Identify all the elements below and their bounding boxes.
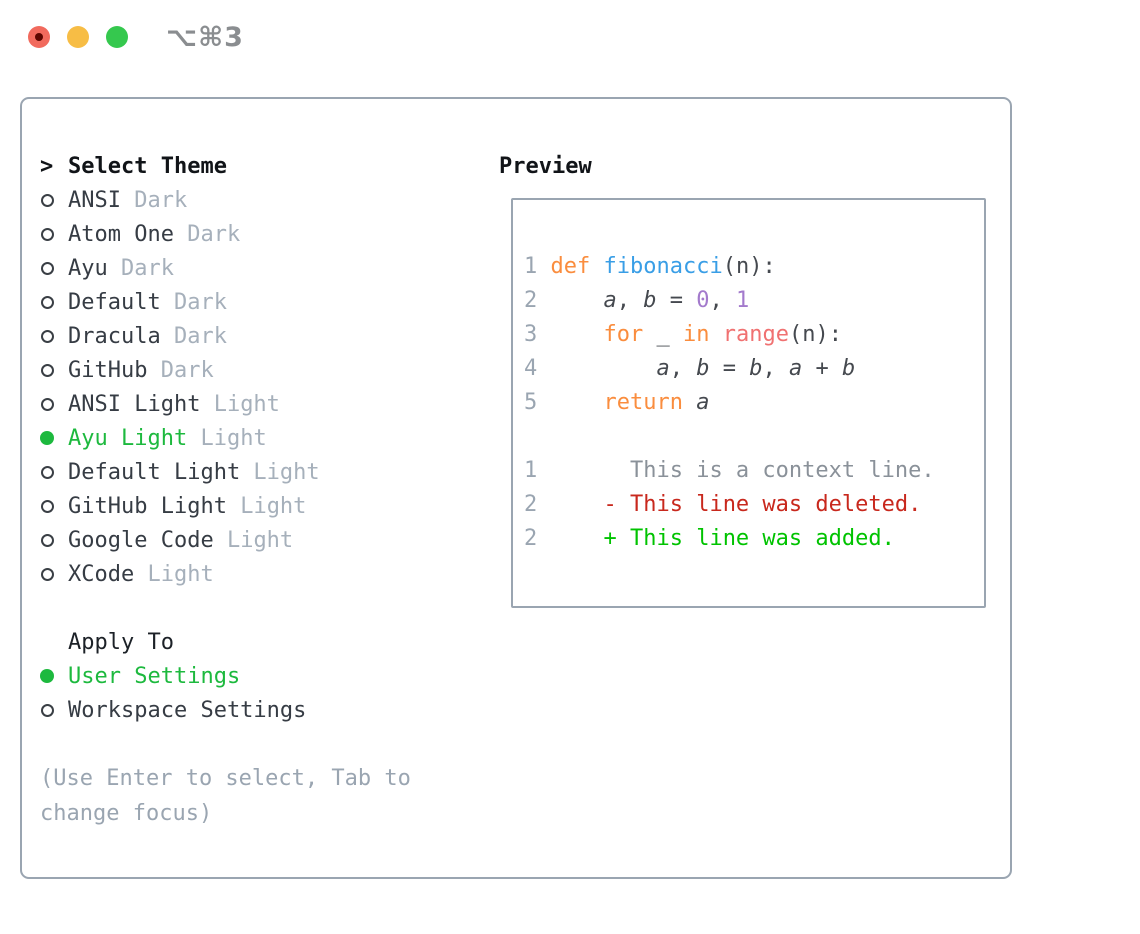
code-line: 1 def fibonacci(n): — [524, 254, 776, 279]
theme-option-github-dark[interactable]: GitHub Dark — [40, 353, 480, 387]
theme-variant-label: Light — [240, 459, 320, 485]
apply-to-header: Apply To — [40, 625, 480, 659]
theme-variant-label: Light — [226, 493, 307, 519]
theme-option-google-code-light[interactable]: Google Code Light — [40, 523, 480, 557]
radio-unselected-icon — [40, 261, 68, 275]
window-shortcut-title: ⌥⌘3 — [166, 22, 244, 53]
close-button[interactable] — [28, 26, 50, 48]
theme-option-ansi-light-light[interactable]: ANSI Light Light — [40, 387, 480, 421]
radio-unselected-icon — [40, 227, 68, 241]
code-line: 2 a, b = 0, 1 — [524, 288, 750, 313]
theme-variant-label: Dark — [173, 221, 241, 247]
theme-variant-label: Dark — [147, 357, 214, 383]
option-label: Ayu — [68, 255, 108, 281]
code-line: 4 a, b = b, a + b — [524, 356, 856, 381]
theme-option-github-light-light[interactable]: GitHub Light Light — [40, 489, 480, 523]
select-theme-header-label: Select Theme — [68, 153, 227, 179]
radio-unselected-icon — [40, 499, 68, 513]
focus-caret-icon: > — [40, 153, 54, 179]
hint-spacer — [40, 727, 480, 761]
radio-selected-icon — [40, 431, 68, 445]
apply-to-header-label: Apply To — [68, 629, 174, 655]
apply-option-workspace-settings[interactable]: Workspace Settings — [40, 693, 480, 727]
radio-unselected-icon — [40, 533, 68, 547]
apply-option-user-settings[interactable]: User Settings — [40, 659, 480, 693]
radio-unselected-icon — [40, 703, 68, 717]
code-line: 5 return a — [524, 390, 710, 415]
radio-unselected-icon — [40, 397, 68, 411]
radio-unselected-icon — [40, 295, 68, 309]
option-label: GitHub — [68, 357, 148, 383]
theme-variant-label: Light — [200, 391, 280, 417]
option-label: ANSI Light — [68, 391, 201, 417]
radio-selected-icon — [40, 669, 68, 683]
theme-option-dracula-dark[interactable]: Dracula Dark — [40, 319, 480, 353]
option-label: Workspace Settings — [68, 697, 307, 723]
theme-option-atom-one-dark[interactable]: Atom One Dark — [40, 217, 480, 251]
preview-code-box: 1 def fibonacci(n): 2 a, b = 0, 1 3 for _ … — [511, 198, 986, 608]
theme-option-xcode-light[interactable]: XCode Light — [40, 557, 480, 591]
theme-option-default-light-light[interactable]: Default Light Light — [40, 455, 480, 489]
option-label: Ayu Light — [68, 425, 188, 451]
minimize-button[interactable] — [67, 26, 89, 48]
radio-unselected-icon — [40, 465, 68, 479]
option-label: GitHub Light — [68, 493, 227, 519]
preview-header-label: Preview — [499, 153, 592, 179]
option-label: User Settings — [68, 663, 241, 689]
option-label: ANSI — [68, 187, 121, 213]
theme-variant-label: Light — [187, 425, 267, 451]
theme-option-ansi-dark[interactable]: ANSI Dark — [40, 183, 480, 217]
code-line — [524, 420, 984, 454]
option-label: Atom One — [68, 221, 174, 247]
theme-variant-label: Dark — [160, 289, 227, 315]
theme-variant-label: Dark — [107, 255, 174, 281]
theme-variant-label: Dark — [120, 187, 188, 213]
code-line: 1 This is a context line. — [524, 458, 935, 483]
zoom-button[interactable] — [106, 26, 128, 48]
radio-unselected-icon — [40, 567, 68, 581]
list-spacer — [40, 591, 480, 625]
code-line: 2 + This line was added. — [524, 526, 895, 551]
theme-option-ayu-light-light[interactable]: Ayu Light Light — [40, 421, 480, 455]
theme-variant-label: Light — [213, 527, 294, 553]
code-line: 3 for _ in range(n): — [524, 322, 842, 347]
radio-unselected-icon — [40, 329, 68, 343]
code-line: 2 - This line was deleted. — [524, 492, 922, 517]
radio-unselected-icon — [40, 363, 68, 377]
theme-option-ayu-dark[interactable]: Ayu Dark — [40, 251, 480, 285]
theme-option-default-dark[interactable]: Default Dark — [40, 285, 480, 319]
option-label: Dracula — [68, 323, 161, 349]
option-label: Google Code — [68, 527, 214, 553]
radio-unselected-icon — [40, 193, 68, 207]
theme-variant-label: Dark — [160, 323, 227, 349]
theme-variant-label: Light — [134, 561, 214, 587]
keyboard-hint: (Use Enter to select, Tab to change focu… — [40, 766, 411, 826]
option-label: Default — [68, 289, 161, 315]
option-label: Default Light — [68, 459, 241, 485]
select-theme-header: > Select Theme — [40, 149, 480, 183]
option-label: XCode — [68, 561, 135, 587]
